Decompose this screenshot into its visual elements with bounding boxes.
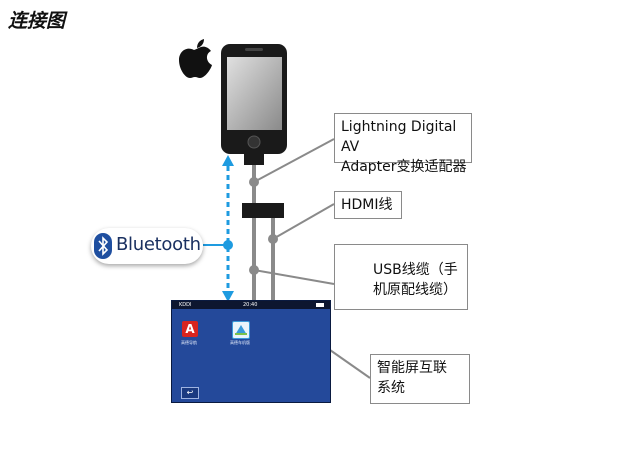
hdmi-callout: HDMI线 — [334, 191, 402, 219]
navigation-app-letter: A — [185, 322, 195, 336]
callout-leaders — [253, 138, 371, 379]
back-arrow-icon[interactable]: ↩ — [181, 387, 199, 399]
bluetooth-badge: Bluetooth — [91, 228, 203, 264]
usb-callout: USB线缆（手 机原配线缆） — [334, 244, 468, 310]
bluetooth-link — [203, 155, 234, 302]
carrier-label: KDDI — [179, 302, 192, 308]
iphone-device — [221, 44, 287, 154]
status-bar: KDDI 20:40 — [172, 301, 330, 309]
hdmi-connector — [242, 203, 284, 218]
usb-label-line1: USB线缆（手 — [373, 262, 458, 278]
adapter-label-line2: Adapter变换适配器 — [341, 159, 467, 175]
cables — [252, 165, 275, 300]
headunit-label-line1: 智能屏互联 — [377, 360, 447, 376]
apple-logo-icon — [179, 39, 212, 78]
map-app-icon[interactable] — [232, 321, 250, 339]
headunit-callout: 智能屏互联 系统 — [370, 354, 470, 404]
navigation-app-label: 高德导航 — [181, 340, 197, 345]
hdmi-label: HDMI线 — [341, 197, 393, 213]
headunit-label-line2: 系统 — [377, 380, 405, 396]
lightning-adapter-plug — [244, 154, 264, 165]
home-button — [247, 135, 261, 149]
adapter-label-line1: Lightning Digital AV — [341, 119, 457, 155]
head-unit-screen: KDDI 20:40 A 高德导航 高德车机版 ↩ — [171, 300, 331, 403]
bluetooth-icon — [94, 233, 112, 259]
map-app-label: 高德车机版 — [230, 340, 250, 345]
usb-label-line2: 机原配线缆） — [373, 282, 457, 298]
bluetooth-label: Bluetooth — [116, 234, 201, 255]
adapter-callout: Lightning Digital AV Adapter变换适配器 — [334, 113, 472, 175]
clock-label: 20:40 — [243, 302, 258, 308]
diagram-title: 连接图 — [8, 10, 66, 32]
navigation-app-icon[interactable]: A — [182, 321, 198, 337]
battery-icon — [316, 303, 324, 307]
